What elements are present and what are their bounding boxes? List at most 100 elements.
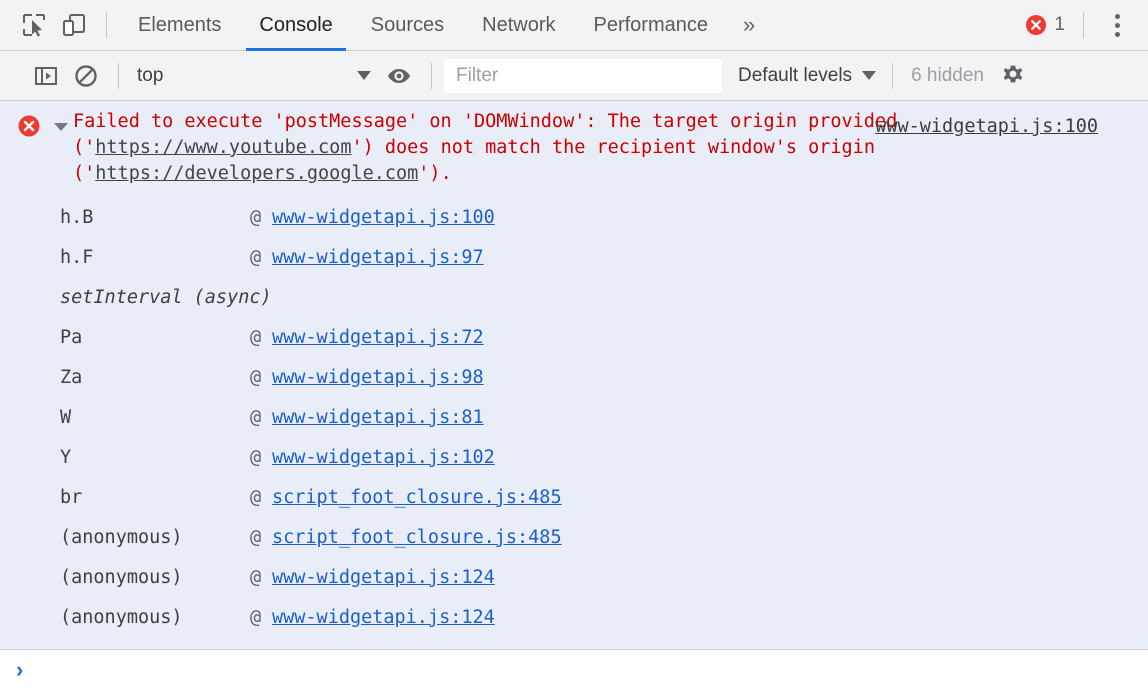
- stack-frame-at-symbol: @: [250, 366, 262, 388]
- tab-sources-label: Sources: [370, 13, 445, 36]
- error-origin-url[interactable]: https://developers.google.com: [95, 163, 419, 184]
- expand-triangle-icon[interactable]: [54, 123, 68, 131]
- stack-frame-source-link[interactable]: www-widgetapi.js:98: [272, 366, 484, 388]
- console-sidebar-toggle-icon[interactable]: [26, 56, 66, 96]
- stack-frame-function: (anonymous): [60, 526, 183, 548]
- console-filter-placeholder: Filter: [456, 64, 499, 86]
- stack-frame-function: (anonymous): [60, 566, 183, 588]
- stack-frame-source-link[interactable]: www-widgetapi.js:124: [272, 566, 495, 588]
- tab-sources[interactable]: Sources: [352, 0, 463, 50]
- stack-frame-at-symbol: @: [250, 446, 262, 468]
- stack-frame-at-symbol: @: [250, 486, 262, 508]
- tabbar-right-group: 1: [1025, 5, 1148, 45]
- stack-frame-row: (anonymous) @ www-widgetapi.js:124: [0, 597, 1148, 637]
- stack-frame-row: Za @ www-widgetapi.js:98: [0, 357, 1148, 397]
- stack-frame-at-symbol: @: [250, 246, 262, 268]
- stack-frame-row: Y @ www-widgetapi.js:102: [0, 437, 1148, 477]
- error-count-label: 1: [1054, 14, 1065, 35]
- error-circle-icon: [1026, 15, 1047, 35]
- prompt-chevron-icon: ›: [16, 657, 24, 682]
- tab-performance-label: Performance: [593, 13, 709, 36]
- panel-tabs: Elements Console Sources Network Perform…: [119, 0, 771, 51]
- error-stack-trace: h.B @ www-widgetapi.js:100 h.F @ www-widgetap…: [0, 187, 1148, 639]
- stack-frame-row: Pa @ www-widgetapi.js:72: [0, 317, 1148, 357]
- customize-menu-icon[interactable]: [1096, 5, 1138, 45]
- tab-network[interactable]: Network: [463, 0, 574, 50]
- console-settings-gear-icon[interactable]: [1000, 63, 1026, 89]
- tab-console-label: Console: [259, 13, 333, 36]
- tab-elements-label: Elements: [138, 13, 222, 36]
- error-message-text: Failed to execute 'postMessage' on 'DOMW…: [73, 109, 1140, 187]
- stack-frame-source-link[interactable]: www-widgetapi.js:102: [272, 446, 495, 468]
- kebab-dot: [1114, 22, 1120, 28]
- console-message-list[interactable]: Failed to execute 'postMessage' on 'DOMW…: [0, 101, 1148, 690]
- error-text-segment: ') does not match the recipient window's…: [73, 137, 875, 184]
- stack-frame-source-link[interactable]: www-widgetapi.js:97: [272, 246, 484, 268]
- console-toolbar: top Filter Default levels 6 hidden: [0, 51, 1148, 101]
- tab-performance[interactable]: Performance: [575, 0, 728, 50]
- execution-context-label: top: [137, 64, 164, 86]
- devtools-tabbar: Elements Console Sources Network Perform…: [0, 0, 1148, 51]
- stack-frame-row: W@www-widgetapi.js:81: [0, 397, 1148, 437]
- console-prompt[interactable]: ›: [0, 650, 1148, 690]
- clear-console-icon[interactable]: [66, 56, 106, 96]
- filter-divider: [431, 62, 432, 89]
- stack-frame-at-symbol: @: [250, 606, 262, 628]
- stack-frame-row: h.F @ www-widgetapi.js:97: [0, 237, 1148, 277]
- stack-frame-row: (anonymous) @ www-widgetapi.js:124: [0, 557, 1148, 597]
- stack-frame-row: (anonymous) @ script_foot_closure.js:485: [0, 517, 1148, 557]
- console-filter-input[interactable]: Filter: [444, 58, 722, 93]
- error-text-segment: Failed to execute 'postMessage' on 'DOMW…: [73, 111, 898, 158]
- stack-frame-at-symbol: @: [250, 566, 262, 588]
- error-text-segment: ').: [418, 163, 452, 184]
- stack-frame-row: br @ script_foot_closure.js:485: [0, 477, 1148, 517]
- log-levels-select[interactable]: Default levels: [738, 64, 877, 87]
- error-icon-wrap: [14, 109, 44, 138]
- tab-elements[interactable]: Elements: [119, 0, 240, 50]
- stack-frame-at-symbol: @: [250, 406, 262, 428]
- error-origin-url[interactable]: https://www.youtube.com: [95, 137, 352, 158]
- inspect-element-icon[interactable]: [14, 5, 54, 45]
- error-message-header: Failed to execute 'postMessage' on 'DOMW…: [0, 107, 1148, 187]
- stack-frame-source-link[interactable]: www-widgetapi.js:124: [272, 606, 495, 628]
- hidden-divider: [892, 62, 894, 89]
- stack-frame-at-symbol: @: [250, 206, 262, 228]
- stack-frame-function: Pa: [60, 326, 83, 348]
- error-source-link[interactable]: www-widgetapi.js:100: [875, 116, 1098, 137]
- tabbar-divider: [106, 12, 107, 38]
- stack-frame-function: h.B: [60, 206, 94, 228]
- kebab-dot: [1114, 13, 1120, 19]
- stack-frame-source-link[interactable]: www-widgetapi.js:72: [272, 326, 484, 348]
- tabbar-right-divider: [1083, 12, 1084, 38]
- chevron-down-icon: [357, 71, 371, 80]
- stack-frame-source-link[interactable]: script_foot_closure.js:485: [272, 486, 562, 508]
- stack-frame-function: setInterval (async): [60, 286, 272, 308]
- kebab-dot: [1114, 31, 1120, 37]
- execution-context-select[interactable]: top: [131, 65, 379, 87]
- stack-frame-at-symbol: @: [250, 326, 262, 348]
- stack-frame-row: h.B @ www-widgetapi.js:100: [0, 197, 1148, 237]
- stack-frame-at-symbol: @: [250, 526, 262, 548]
- console-toolbar-divider: [118, 62, 119, 89]
- tab-network-label: Network: [482, 13, 556, 36]
- stack-frame-source-link[interactable]: script_foot_closure.js:485: [272, 526, 562, 548]
- chevron-down-icon: [862, 71, 877, 80]
- stack-frame-function: Za: [60, 366, 83, 388]
- error-count-badge[interactable]: 1: [1025, 14, 1071, 36]
- log-levels-label: Default levels: [738, 64, 853, 86]
- live-expression-eye-icon[interactable]: [379, 56, 419, 96]
- hidden-messages-label: 6 hidden: [911, 64, 984, 86]
- tab-console[interactable]: Console: [240, 0, 351, 51]
- stack-frame-function: (anonymous): [60, 606, 183, 628]
- device-toolbar-icon[interactable]: [54, 5, 94, 45]
- more-tabs-icon[interactable]: »: [743, 12, 756, 37]
- console-error-message[interactable]: Failed to execute 'postMessage' on 'DOMW…: [0, 101, 1148, 650]
- stack-frame-row: setInterval (async): [0, 277, 1148, 317]
- stack-frame-function: Y: [60, 446, 72, 468]
- stack-frame-source-link[interactable]: www-widgetapi.js:81: [272, 406, 484, 428]
- stack-frame-source-link[interactable]: www-widgetapi.js:100: [272, 206, 495, 228]
- error-circle-icon: [18, 115, 40, 137]
- stack-frame-function: br: [60, 486, 83, 508]
- stack-frame-function: h.F: [60, 246, 94, 268]
